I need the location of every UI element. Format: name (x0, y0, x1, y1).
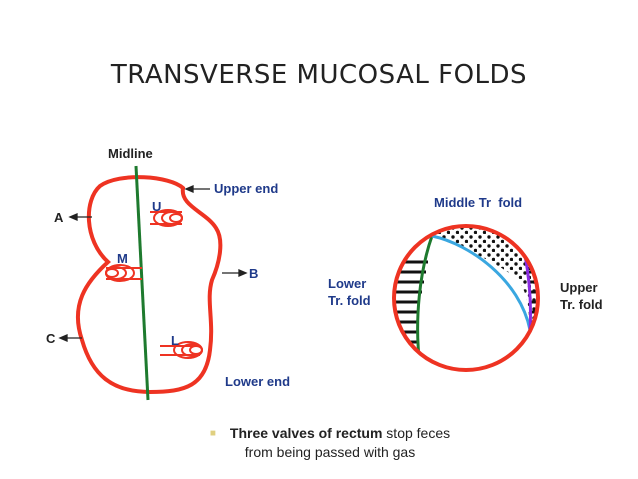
arrow-c (58, 334, 82, 342)
label-middle-tr-fold: Middle Tr fold (434, 195, 522, 210)
label-lower-end: Lower end (225, 374, 290, 389)
lower-fold-line (416, 235, 434, 367)
label-upper-tr-fold-line1: Upper (560, 280, 598, 295)
cross-section-outline (392, 224, 540, 372)
arrow-b (222, 269, 248, 277)
midline-line (134, 165, 150, 401)
lower-valve-l (160, 341, 203, 359)
rectum-outline (75, 175, 223, 395)
middle-fold-line (431, 234, 532, 331)
caption: ■ Three valves of rectum stop feces from … (150, 424, 510, 462)
label-lower-tr-fold-line1: Lower (328, 276, 366, 291)
caption-line2: from being passed with gas (244, 444, 416, 460)
caption-rest: stop feces (382, 425, 451, 441)
label-l: L (171, 333, 179, 348)
label-upper-tr-fold-line2: Tr. fold (560, 297, 603, 312)
label-u: U (152, 199, 161, 214)
slide-title: TRANSVERSE MUCOSAL FOLDS (110, 60, 528, 90)
arrow-upper-end (184, 185, 210, 193)
label-m: M (117, 251, 128, 266)
label-a: A (54, 210, 64, 225)
middle-fold-region (420, 226, 538, 340)
label-lower-tr-fold-line2: Tr. fold (328, 293, 371, 308)
middle-valve-m (105, 264, 142, 282)
label-upper-end: Upper end (214, 181, 278, 196)
label-c: C (46, 331, 56, 346)
label-midline: Midline (108, 146, 153, 161)
arrow-a (68, 213, 92, 221)
caption-bold: Three valves of rectum (229, 425, 383, 441)
upper-valve-u (150, 209, 183, 227)
bullet-icon: ■ (209, 428, 216, 439)
label-b: B (249, 266, 258, 281)
